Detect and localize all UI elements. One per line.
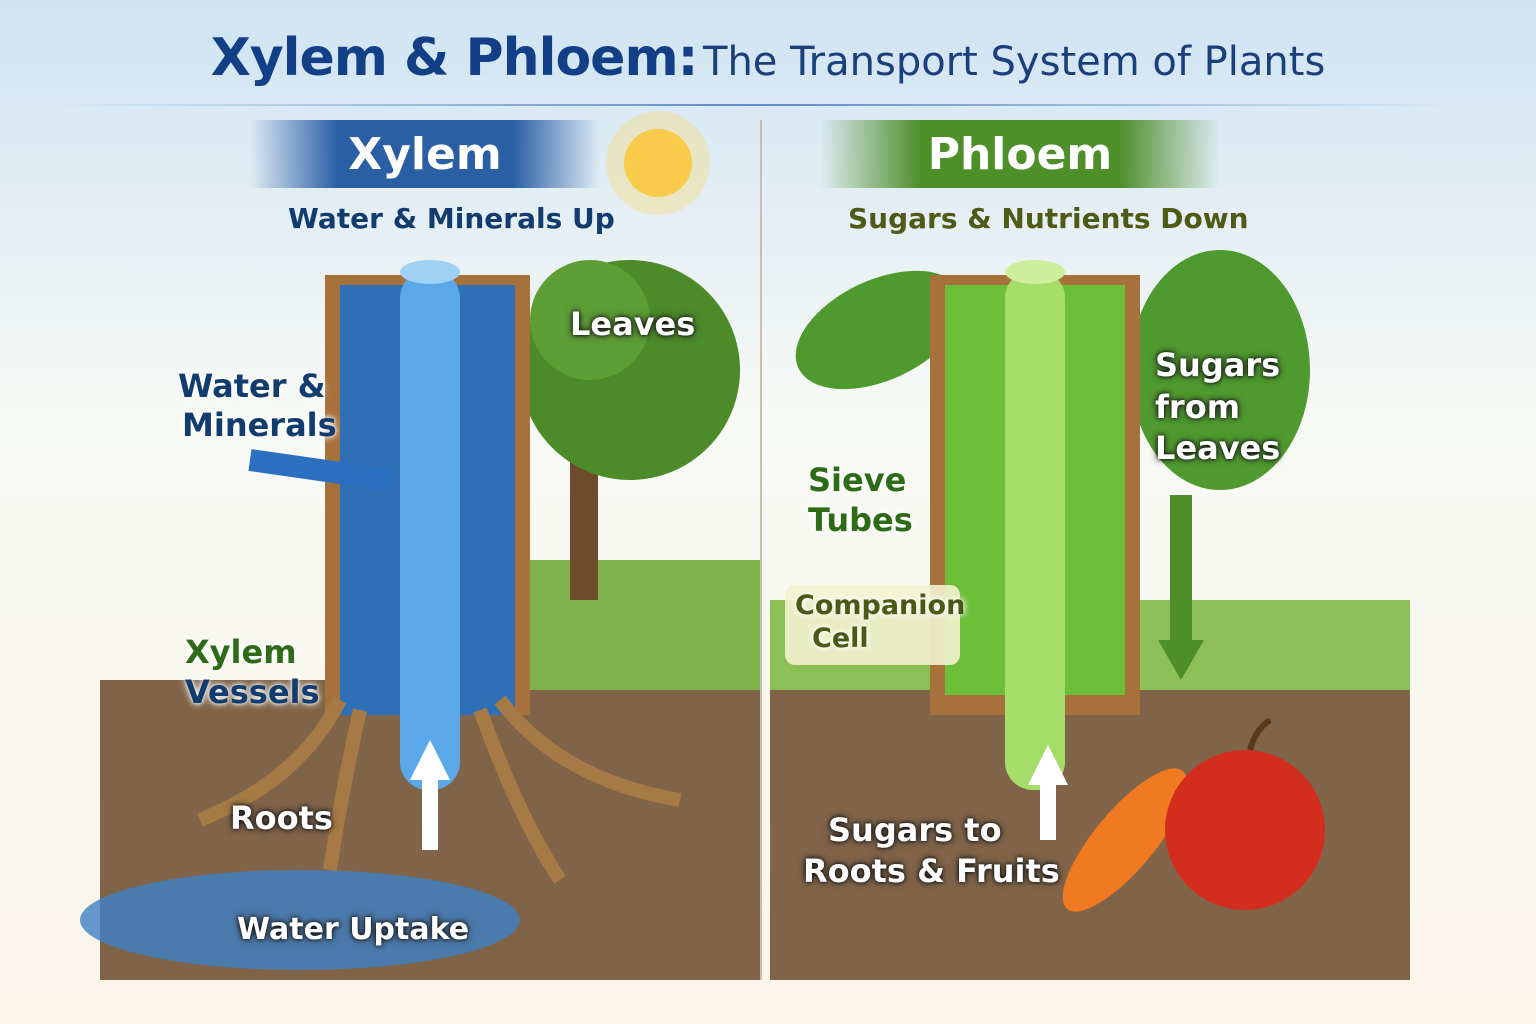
sun-icon xyxy=(624,129,692,197)
label-water-uptake: Water Uptake xyxy=(237,912,470,947)
phloem-subheading: Sugars & Nutrients Down xyxy=(848,202,1249,235)
xylem-heading: Xylem xyxy=(250,120,600,188)
label-companion-2: Cell xyxy=(812,623,869,654)
label-roots: Roots xyxy=(230,799,333,837)
phloem-heading: Phloem xyxy=(820,120,1220,188)
up-arrow-icon xyxy=(410,740,450,780)
label-sugars-3: Leaves xyxy=(1155,429,1281,467)
label-water-1: Water & xyxy=(178,367,326,405)
label-sugars-1: Sugars xyxy=(1155,346,1281,384)
up-arrow-icon-phloem xyxy=(1028,745,1068,785)
label-roots-fruits-1: Sugars to xyxy=(828,811,1002,849)
panel-divider xyxy=(760,120,762,980)
label-roots-fruits-2: Roots & Fruits xyxy=(803,852,1060,890)
label-companion-1: Companion xyxy=(795,590,966,621)
apple xyxy=(1165,750,1325,910)
label-sugars-2: from xyxy=(1155,388,1241,426)
xylem-central-vessel xyxy=(400,270,460,790)
label-water-2: Minerals xyxy=(182,406,337,444)
label-vessels-2: Vessels xyxy=(185,673,320,711)
page-title: Xylem & Phloem: The Transport System of … xyxy=(0,28,1536,88)
leaf-left xyxy=(795,270,965,390)
roots xyxy=(197,695,682,884)
water-pool xyxy=(80,870,520,970)
title-divider xyxy=(60,104,1450,106)
title-sub: The Transport System of Plants xyxy=(703,39,1326,85)
companion-cell-box xyxy=(785,585,960,665)
grass-left xyxy=(520,560,760,690)
title-main: Xylem & Phloem: xyxy=(210,28,699,88)
water-arrow-icon xyxy=(248,449,392,491)
down-arrow-icon xyxy=(1170,495,1192,640)
xylem-subheading: Water & Minerals Up xyxy=(288,202,615,235)
phloem-central-tube xyxy=(1005,270,1065,790)
label-sieve-1: Sieve xyxy=(808,461,907,499)
label-leaves: Leaves xyxy=(570,305,696,343)
label-vessels-1: Xylem xyxy=(185,633,297,671)
leaf-right xyxy=(1130,250,1310,490)
carrot xyxy=(1062,768,1188,912)
label-sieve-2: Tubes xyxy=(808,501,913,539)
